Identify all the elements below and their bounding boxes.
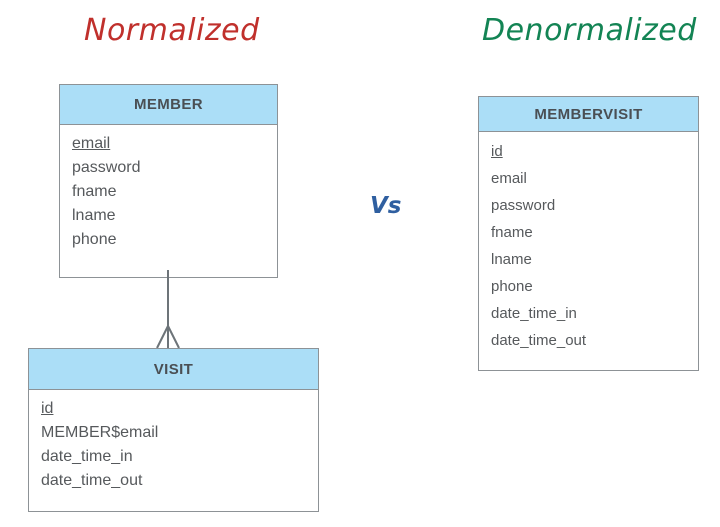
field-date-time-in: date_time_in — [491, 305, 577, 322]
field-password: password — [72, 159, 141, 176]
field-email: email — [72, 135, 111, 152]
field-fname: fname — [491, 224, 533, 241]
member-entity-field-list: email password fname lname phone — [60, 125, 277, 258]
field-phone: phone — [72, 231, 117, 248]
member-entity-title: MEMBER — [60, 85, 277, 125]
membervisit-entity-title: MEMBERVISIT — [479, 97, 698, 132]
member-entity: MEMBER email password fname lname phone — [59, 84, 278, 278]
field-id: id — [491, 143, 503, 160]
crows-foot-left-prong — [156, 325, 169, 349]
membervisit-entity: MEMBERVISIT id email password fname lnam… — [478, 96, 699, 371]
field-id: id — [41, 400, 54, 417]
membervisit-entity-field-list: id email password fname lname phone date… — [479, 132, 698, 360]
crows-foot-right-prong — [167, 325, 180, 349]
field-password: password — [491, 197, 556, 214]
visit-entity-field-list: id MEMBER$email date_time_in date_time_o… — [29, 390, 318, 499]
visit-entity: VISIT id MEMBER$email date_time_in date_… — [28, 348, 319, 512]
field-member-email: MEMBER$email — [41, 424, 159, 441]
denormalized-title: Denormalized — [482, 13, 697, 48]
normalized-title: Normalized — [84, 13, 260, 48]
visit-entity-title: VISIT — [29, 349, 318, 390]
versus-label: Vs — [370, 193, 402, 219]
field-fname: fname — [72, 183, 117, 200]
field-date-time-out: date_time_out — [491, 332, 587, 349]
field-lname: lname — [72, 207, 116, 224]
field-date-time-out: date_time_out — [41, 472, 143, 489]
field-lname: lname — [491, 251, 532, 268]
field-date-time-in: date_time_in — [41, 448, 133, 465]
member-visit-relationship-connector — [156, 270, 180, 349]
field-phone: phone — [491, 278, 533, 295]
field-email: email — [491, 170, 527, 187]
